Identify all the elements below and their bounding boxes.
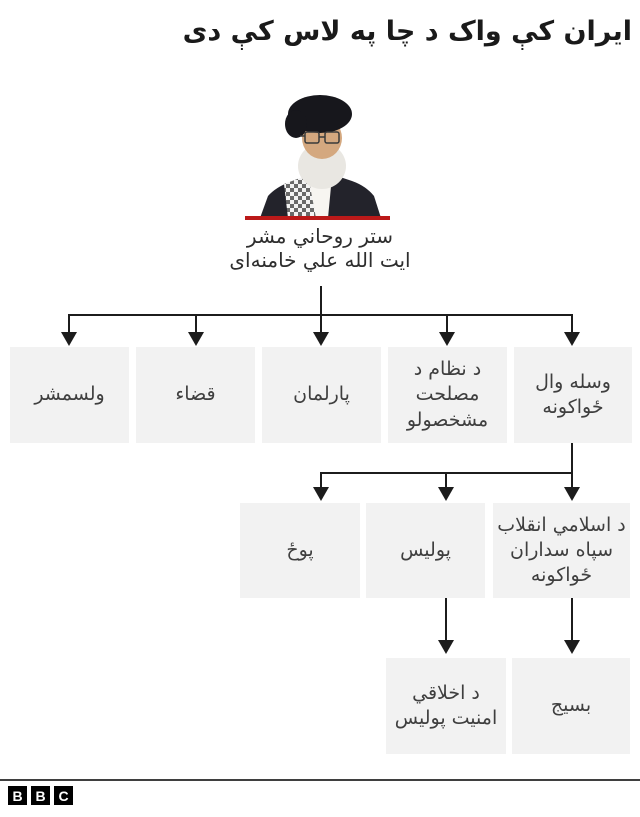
node-armed-forces: وسله وال ځواکونه xyxy=(514,347,632,443)
node-basij: بسیج xyxy=(512,658,630,754)
node-police: پولیس xyxy=(366,503,485,598)
bbc-logo: B B C xyxy=(8,786,73,805)
leader-role: ستر روحاني مشر xyxy=(246,224,394,248)
leader-caption: ستر روحاني مشر ایت الله علي خامنه‌ای xyxy=(178,224,462,273)
leader-name: ایت الله علي خامنه‌ای xyxy=(229,248,411,273)
node-army: پوځ xyxy=(240,503,360,598)
photo-red-underline xyxy=(245,216,390,220)
bbc-logo-block: B xyxy=(8,786,27,805)
khamenei-portrait-icon xyxy=(260,95,381,218)
chart-title: ایران کې واک د چا په لاس کې دی xyxy=(182,16,632,47)
leader-photo xyxy=(250,92,390,218)
node-irgc: د اسلامي انقلاب سپاه سداران ځواکونه xyxy=(493,503,630,598)
bbc-logo-block: B xyxy=(31,786,50,805)
node-judiciary: قضاء xyxy=(136,347,255,443)
bbc-logo-block: C xyxy=(54,786,73,805)
node-expediency-council: د نظام د مصلحت مشخصولو xyxy=(388,347,507,443)
node-parliament: پارلمان xyxy=(262,347,381,443)
footer-divider xyxy=(0,779,640,781)
node-morality-police: د اخلاقي امنیت پولیس xyxy=(386,658,506,754)
node-president: ولسمشر xyxy=(10,347,129,443)
